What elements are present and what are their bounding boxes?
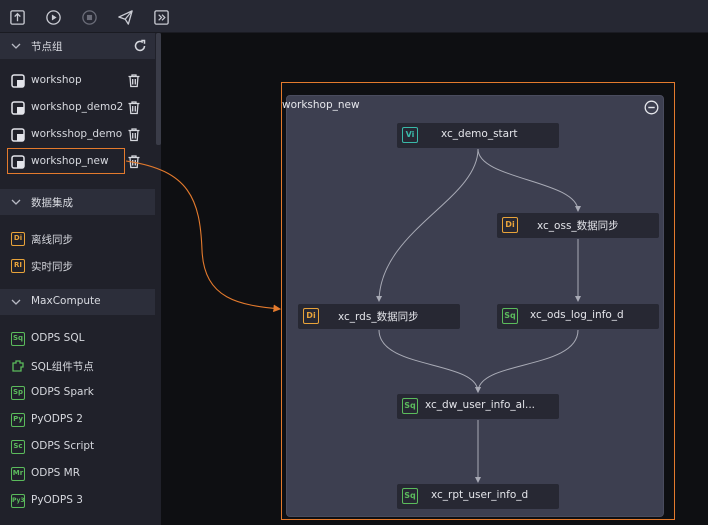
workflow-node-ods[interactable]: Sq xc_ods_log_info_d: [497, 304, 659, 329]
node-type-label: PyODPS 3: [31, 494, 83, 506]
stop-icon: [81, 9, 97, 25]
node-group-icon: [11, 74, 25, 88]
goto-ops-icon: [153, 9, 169, 25]
submit-icon: [9, 9, 25, 25]
node-type-item[interactable]: Di 离线同步: [0, 228, 155, 250]
node-label: xc_rds_数据同步: [338, 311, 419, 323]
collapse-icon[interactable]: [644, 100, 659, 115]
publish-button[interactable]: [114, 6, 136, 28]
node-group-title: workshop_new: [282, 99, 360, 111]
node-group-label: workshop_new: [31, 155, 109, 167]
node-type-label: ODPS MR: [31, 467, 81, 479]
goto-ops-button[interactable]: [150, 6, 172, 28]
node-type-label: ODPS Script: [31, 440, 95, 452]
sidebar-scrollbar[interactable]: [156, 33, 161, 145]
chevron-down-icon: [11, 199, 21, 205]
run-button[interactable]: [42, 6, 64, 28]
workflow-node-start[interactable]: Vi xc_demo_start: [397, 123, 559, 148]
chevron-down-icon: [11, 299, 21, 305]
node-type-label: ODPS SQL: [31, 332, 85, 344]
node-group-label: worksshop_demo: [31, 128, 123, 140]
sql-node-icon: Sq: [502, 308, 518, 324]
workflow-node-oss-sync[interactable]: Di xc_oss_数据同步: [497, 213, 659, 238]
node-type-item[interactable]: Sc ODPS Script: [0, 436, 155, 458]
node-type-item[interactable]: Sq ODPS SQL: [0, 328, 155, 350]
offline-sync-icon: Di: [11, 232, 25, 246]
section-maxcompute[interactable]: MaxCompute: [0, 289, 155, 315]
node-group-item[interactable]: workshop_demo2: [0, 97, 155, 119]
delete-icon[interactable]: [127, 127, 141, 142]
node-type-label: 实时同步: [31, 261, 73, 273]
node-group-item[interactable]: worksshop_demo: [0, 124, 155, 146]
sync-node-icon: Di: [502, 217, 518, 233]
pyodps2-icon: Py: [11, 413, 25, 427]
publish-icon: [117, 9, 133, 25]
node-type-item[interactable]: Sp ODPS Spark: [0, 382, 155, 404]
node-type-item[interactable]: RI 实时同步: [0, 255, 155, 277]
delete-icon[interactable]: [127, 154, 141, 169]
workflow-node-rds-sync[interactable]: Di xc_rds_数据同步: [298, 304, 460, 329]
realtime-sync-icon: RI: [11, 259, 25, 273]
delete-icon[interactable]: [127, 73, 141, 88]
odps-sql-icon: Sq: [11, 332, 25, 346]
delete-icon[interactable]: [127, 100, 141, 115]
node-type-label: SQL组件节点: [31, 361, 94, 373]
odps-spark-icon: Sp: [11, 386, 25, 400]
node-group-label: workshop_demo2: [31, 101, 124, 113]
node-group-icon: [11, 155, 25, 169]
stop-button[interactable]: [78, 6, 100, 28]
node-group-icon: [11, 128, 25, 142]
node-label: xc_rpt_user_info_d: [431, 489, 529, 501]
workflow-node-dw[interactable]: Sq xc_dw_user_info_al...: [397, 394, 559, 419]
sql-node-icon: Sq: [402, 398, 418, 414]
node-label: xc_dw_user_info_al...: [425, 399, 536, 411]
toolbar: [0, 0, 708, 33]
highlight-frame: [281, 82, 675, 520]
node-label: xc_oss_数据同步: [537, 220, 619, 232]
workflow-node-rpt[interactable]: Sq xc_rpt_user_info_d: [397, 484, 559, 509]
node-type-label: ODPS Spark: [31, 386, 94, 398]
node-type-item[interactable]: Py PyODPS 2: [0, 409, 155, 431]
node-type-item[interactable]: Py3 PyODPS 3: [0, 490, 155, 512]
chevron-down-icon: [11, 43, 21, 49]
section-title: 数据集成: [31, 197, 73, 209]
section-data-integration[interactable]: 数据集成: [0, 189, 155, 215]
section-title: MaxCompute: [31, 295, 101, 307]
node-type-item[interactable]: SQL组件节点: [0, 355, 155, 377]
node-group-item[interactable]: workshop: [0, 70, 155, 92]
refresh-icon[interactable]: [133, 39, 147, 53]
odps-mr-icon: Mr: [11, 467, 25, 481]
odps-script-icon: Sc: [11, 440, 25, 454]
node-group-label: workshop: [31, 74, 82, 86]
section-node-groups[interactable]: 节点组: [0, 33, 155, 59]
node-label: xc_demo_start: [441, 128, 518, 140]
node-group-icon: [11, 101, 25, 115]
selection-highlight: [7, 148, 125, 174]
sync-node-icon: Di: [303, 308, 319, 324]
node-type-label: 离线同步: [31, 234, 73, 246]
virtual-node-icon: Vi: [402, 127, 418, 143]
submit-button[interactable]: [6, 6, 28, 28]
section-title: 节点组: [31, 41, 63, 53]
sql-component-icon: [11, 359, 25, 373]
node-type-label: PyODPS 2: [31, 413, 83, 425]
pyodps3-icon: Py3: [11, 494, 25, 508]
sql-node-icon: Sq: [402, 488, 418, 504]
node-type-item[interactable]: Mr ODPS MR: [0, 463, 155, 485]
node-label: xc_ods_log_info_d: [530, 309, 624, 321]
run-icon: [45, 9, 61, 25]
